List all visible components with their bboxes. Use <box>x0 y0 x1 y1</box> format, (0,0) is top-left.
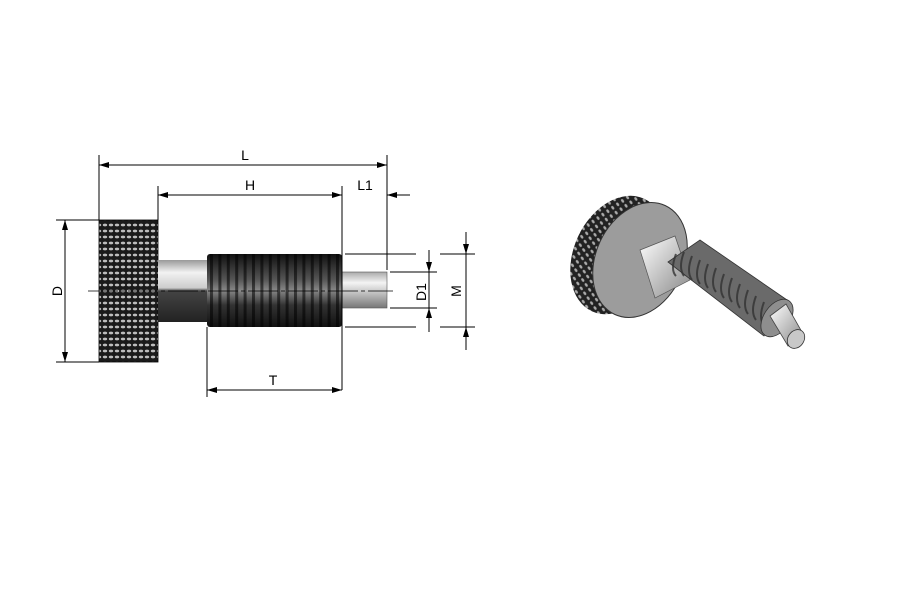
dimension-label-D1: D1 <box>413 283 429 301</box>
dimension-label-T: T <box>269 372 278 388</box>
dimension-T: T <box>206 327 342 397</box>
dimension-L: L <box>98 147 388 270</box>
plunger-pin <box>341 271 388 309</box>
shaft-3d <box>639 235 691 299</box>
dimension-label-L1: L1 <box>357 177 373 193</box>
isometric-view <box>570 195 806 349</box>
dimension-L1: L1 <box>357 177 410 198</box>
dimension-label-D: D <box>49 286 65 296</box>
dimension-label-H: H <box>245 177 255 193</box>
knob-3d <box>570 195 688 318</box>
dimension-label-L: L <box>241 147 249 163</box>
dimension-H: H <box>157 177 343 390</box>
plunger-pin-3d <box>769 303 806 349</box>
side-view <box>88 219 393 363</box>
dimension-label-M: M <box>448 285 464 297</box>
dimension-D: D <box>49 219 99 363</box>
dimension-M: M <box>345 232 475 350</box>
dimension-D1: D1 <box>390 250 437 332</box>
